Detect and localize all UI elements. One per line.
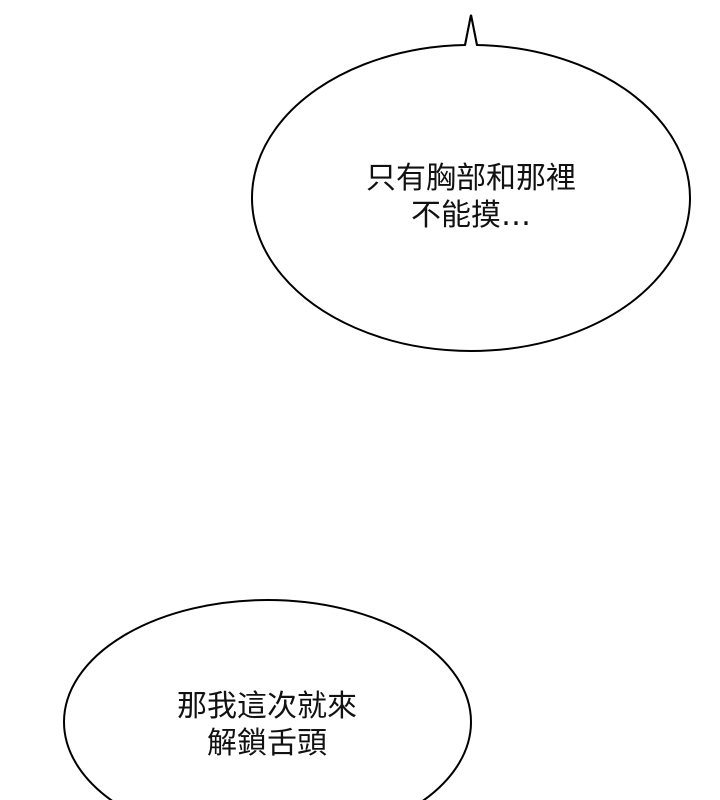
speech-bubble-top-tail <box>465 17 477 46</box>
speech-bubble-top <box>251 14 691 352</box>
speech-bubble-top-text: 只有胸部和那裡 不能摸… <box>321 160 621 234</box>
speech-line: 那我這次就來 <box>177 689 357 724</box>
speech-bubble-top-tail-outline <box>464 14 478 46</box>
speech-bubble-bottom-text: 那我這次就來 解鎖舌頭 <box>117 688 417 762</box>
speech-bubble-bottom-outline <box>63 599 472 800</box>
speech-bubble-top-outline <box>251 14 691 352</box>
speech-line: 只有胸部和那裡 <box>366 161 576 196</box>
speech-line: 不能摸… <box>411 198 531 233</box>
speech-line: 解鎖舌頭 <box>207 726 327 761</box>
speech-bubble-bottom <box>63 599 472 800</box>
